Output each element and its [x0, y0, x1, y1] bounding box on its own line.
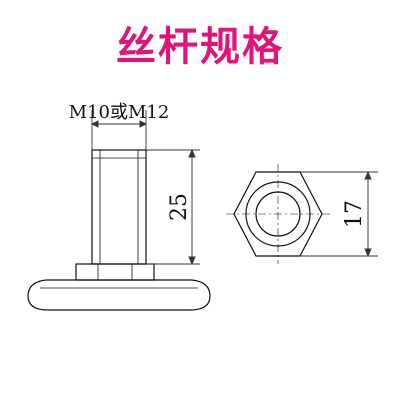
thread-dimension: [90, 110, 148, 150]
hex-nut-side: [75, 263, 155, 281]
thread-size-label: M10或M12: [69, 102, 170, 123]
page-title: 丝杆规格: [116, 24, 284, 70]
base-foot: [27, 279, 211, 311]
hex-dimension: [300, 170, 378, 258]
height-dimension: [146, 148, 200, 266]
hex-nut-top-view: [226, 164, 330, 264]
height-size-label: 25: [167, 193, 192, 221]
hex-size-label: 17: [342, 200, 367, 228]
threaded-rod: [91, 149, 147, 265]
